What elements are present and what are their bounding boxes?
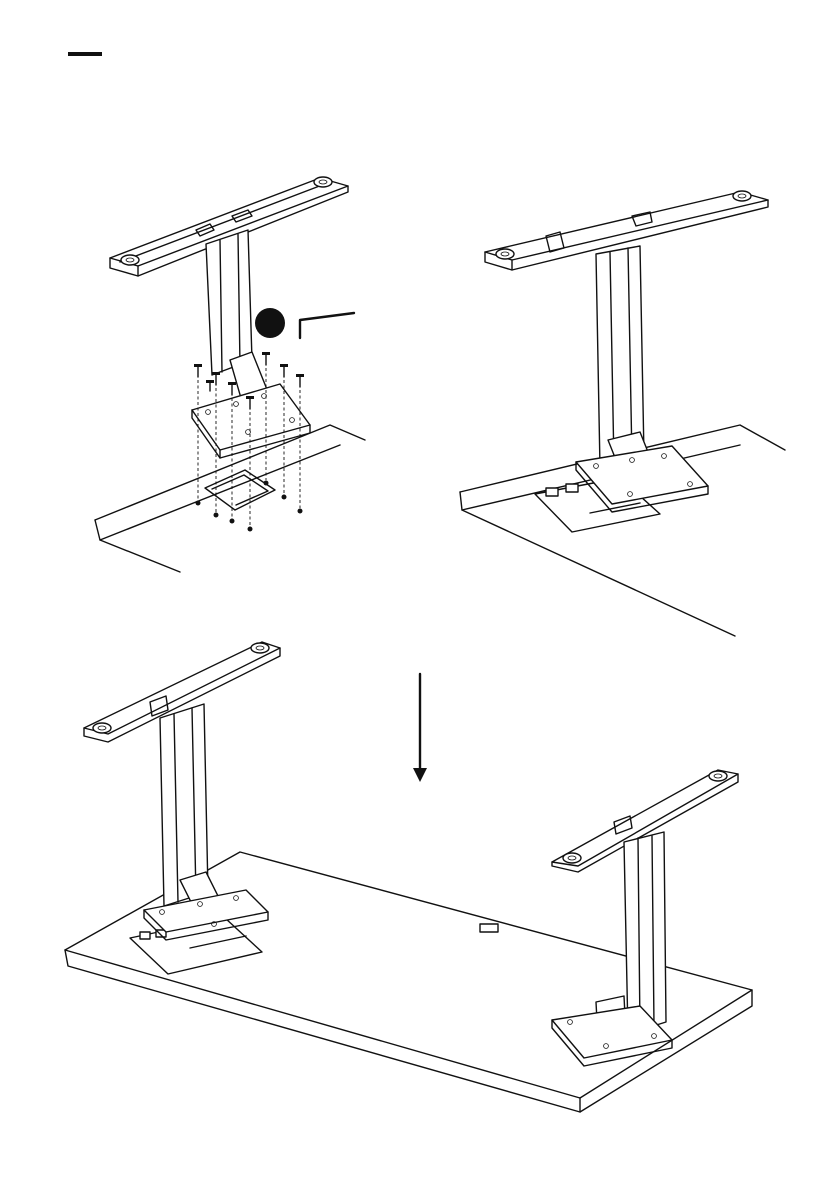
leg-column-2 <box>596 246 656 480</box>
screw <box>194 364 202 506</box>
right-leg-assembly <box>552 770 738 1066</box>
screw <box>296 374 304 514</box>
panel-assembled-frame <box>65 642 752 1112</box>
hex-key-icon <box>300 313 354 338</box>
panel-mounted-leg <box>460 191 785 636</box>
panel-exploded-mounting <box>95 177 365 572</box>
screw <box>206 380 214 391</box>
down-arrow-icon <box>413 674 427 782</box>
foot-plate-1 <box>192 384 310 458</box>
step-callout-dot <box>255 308 285 338</box>
left-leg-assembly <box>84 642 280 940</box>
